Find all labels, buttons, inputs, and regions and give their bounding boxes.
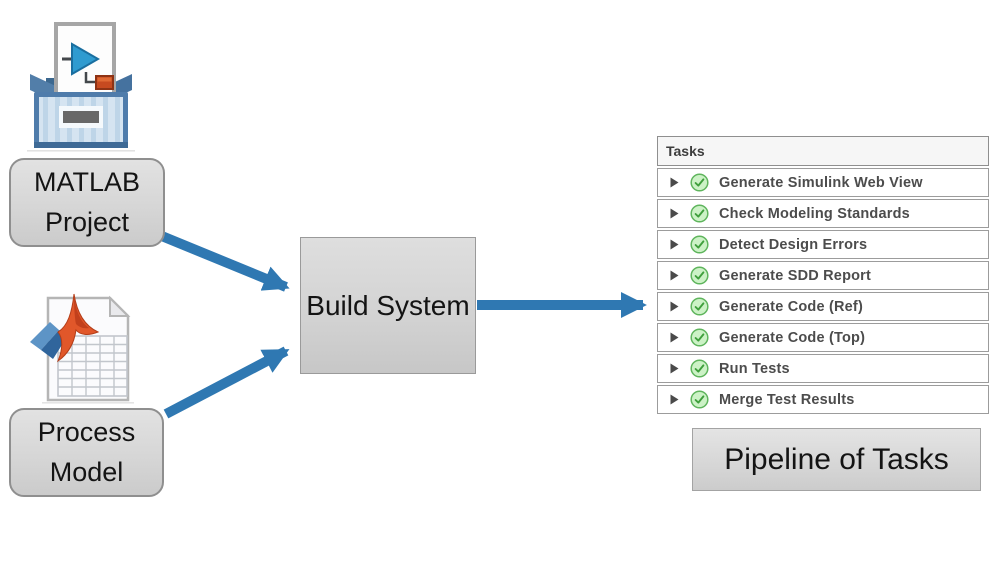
- check-circle-icon: [690, 390, 709, 409]
- chevron-right-icon[interactable]: [670, 394, 679, 405]
- task-label: Generate Code (Top): [719, 329, 866, 346]
- task-row[interactable]: Check Modeling Standards: [657, 199, 989, 228]
- chevron-right-icon[interactable]: [670, 239, 679, 250]
- pipeline-of-tasks-caption: Pipeline of Tasks: [692, 428, 981, 491]
- chevron-right-icon[interactable]: [670, 301, 679, 312]
- task-label: Generate Code (Ref): [719, 298, 863, 315]
- task-label: Generate SDD Report: [719, 267, 872, 284]
- task-label: Detect Design Errors: [719, 236, 868, 253]
- build-system-node: Build System: [300, 237, 476, 374]
- tasks-panel: Tasks Generate Simulink Web View: [657, 136, 989, 414]
- task-row[interactable]: Generate SDD Report: [657, 261, 989, 290]
- chevron-right-icon[interactable]: [670, 208, 679, 219]
- check-circle-icon: [690, 359, 709, 378]
- task-row[interactable]: Generate Code (Top): [657, 323, 989, 352]
- task-label: Check Modeling Standards: [719, 205, 910, 222]
- process-model-node: Process Model: [9, 408, 164, 497]
- task-list: Generate Simulink Web View Check Modelin…: [657, 168, 989, 414]
- chevron-right-icon[interactable]: [670, 270, 679, 281]
- check-circle-icon: [690, 204, 709, 223]
- task-label: Generate Simulink Web View: [719, 174, 923, 191]
- check-circle-icon: [690, 297, 709, 316]
- task-label: Run Tests: [719, 360, 790, 377]
- chevron-right-icon[interactable]: [670, 363, 679, 374]
- task-row[interactable]: Detect Design Errors: [657, 230, 989, 259]
- task-row[interactable]: Merge Test Results: [657, 385, 989, 414]
- matlab-project-box-icon: [26, 16, 136, 152]
- task-row[interactable]: Generate Code (Ref): [657, 292, 989, 321]
- pipeline-of-tasks-caption-label: Pipeline of Tasks: [724, 442, 949, 476]
- check-circle-icon: [690, 235, 709, 254]
- tasks-panel-header: Tasks: [657, 136, 989, 166]
- tasks-panel-title: Tasks: [666, 143, 705, 159]
- matlab-data-document-icon: [28, 286, 138, 406]
- process-model-node-label: Process Model: [37, 417, 136, 487]
- check-circle-icon: [690, 173, 709, 192]
- arrow-process-model-to-build-system: [163, 346, 290, 419]
- task-label: Merge Test Results: [719, 391, 855, 408]
- build-system-node-label: Build System: [306, 289, 470, 321]
- matlab-project-node-label: MATLAB Project: [33, 167, 141, 237]
- chevron-right-icon[interactable]: [670, 332, 679, 343]
- task-row[interactable]: Run Tests: [657, 354, 989, 383]
- arrow-matlab-project-to-build-system: [150, 227, 290, 292]
- check-circle-icon: [690, 266, 709, 285]
- chevron-right-icon[interactable]: [670, 177, 679, 188]
- check-circle-icon: [690, 328, 709, 347]
- task-row[interactable]: Generate Simulink Web View: [657, 168, 989, 197]
- matlab-project-node: MATLAB Project: [9, 158, 165, 247]
